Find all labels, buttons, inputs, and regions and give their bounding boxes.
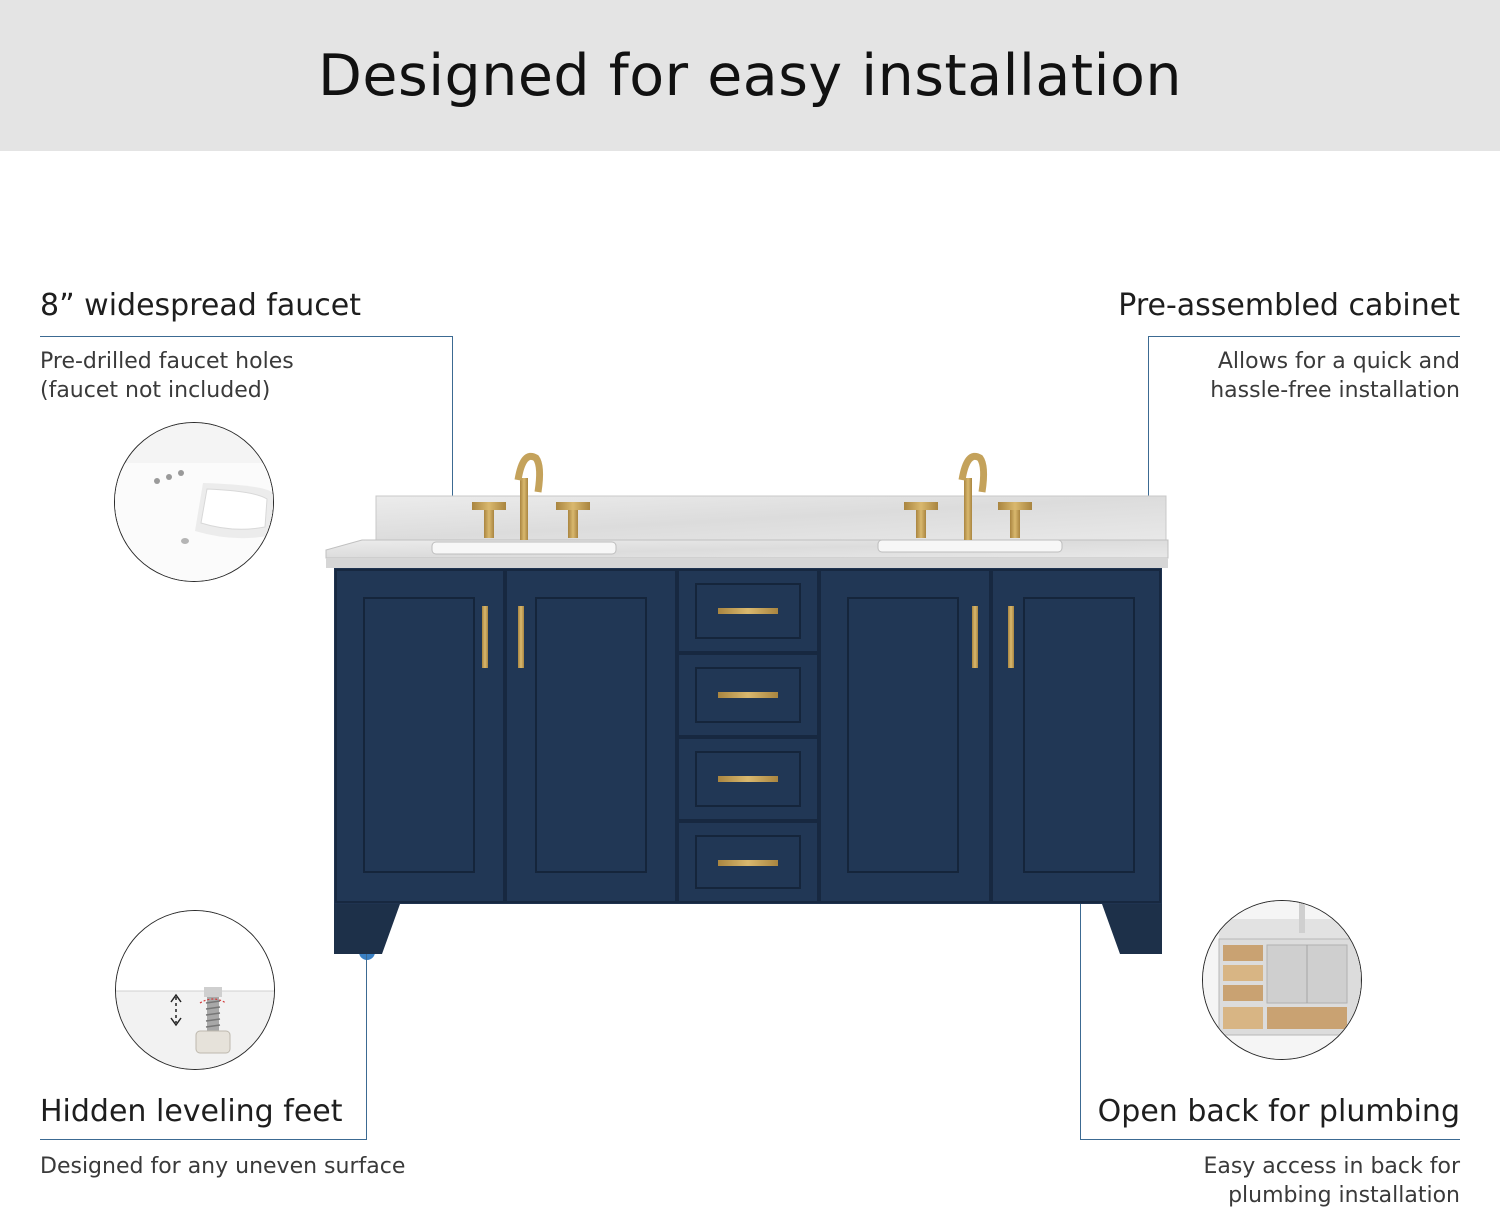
faucet-desc-line-2: (faucet not included) bbox=[40, 378, 271, 403]
faucet-callout-connector bbox=[452, 336, 453, 528]
page-title: Designed for easy installation bbox=[318, 42, 1182, 109]
cabinet-callout-connector bbox=[1148, 336, 1149, 610]
plumbing-desc-line-1: Easy access in back for bbox=[1203, 1154, 1460, 1179]
backsplash bbox=[375, 495, 1167, 541]
cabinet-callout-underline bbox=[1148, 336, 1460, 337]
leveling-feature-title: Hidden leveling feet bbox=[40, 1094, 343, 1129]
leveling-desc-line-1: Designed for any uneven surface bbox=[40, 1154, 406, 1179]
cabinet-base bbox=[334, 904, 1162, 954]
left-sink bbox=[431, 541, 617, 555]
right-sink bbox=[877, 539, 1063, 553]
leveling-callout-connector bbox=[366, 952, 367, 1139]
leveling-foot-closeup-image bbox=[115, 910, 275, 1070]
faucet-callout-underline bbox=[40, 336, 452, 337]
cabinet-desc-line-1: Allows for a quick and bbox=[1217, 349, 1460, 374]
vanity-product-image bbox=[320, 440, 1180, 974]
plumbing-callout-connector bbox=[1080, 838, 1081, 1139]
cabinet-feature-title: Pre-assembled cabinet bbox=[1118, 288, 1460, 323]
plumbing-callout-underline bbox=[1080, 1139, 1460, 1140]
faucet-desc-line-1: Pre-drilled faucet holes bbox=[40, 349, 294, 374]
cabinet-feature-description: Allows for a quick and hassle-free insta… bbox=[1210, 347, 1460, 405]
sink-closeup-image bbox=[114, 422, 274, 582]
open-back-closeup-image bbox=[1202, 900, 1362, 1060]
faucet-feature-description: Pre-drilled faucet holes (faucet not inc… bbox=[40, 347, 294, 405]
leveling-feature-description: Designed for any uneven surface bbox=[40, 1152, 405, 1181]
faucet-feature-title: 8” widespread faucet bbox=[40, 288, 361, 323]
plumbing-desc-line-2: plumbing installation bbox=[1228, 1183, 1460, 1208]
header-banner: Designed for easy installation bbox=[0, 0, 1500, 151]
plumbing-feature-description: Easy access in back for plumbing install… bbox=[1203, 1152, 1460, 1210]
right-faucet bbox=[904, 452, 1032, 540]
cabinet-desc-line-2: hassle-free installation bbox=[1210, 378, 1460, 403]
leveling-callout-underline bbox=[40, 1139, 367, 1140]
left-faucet bbox=[472, 452, 590, 540]
plumbing-feature-title: Open back for plumbing bbox=[1097, 1094, 1460, 1129]
